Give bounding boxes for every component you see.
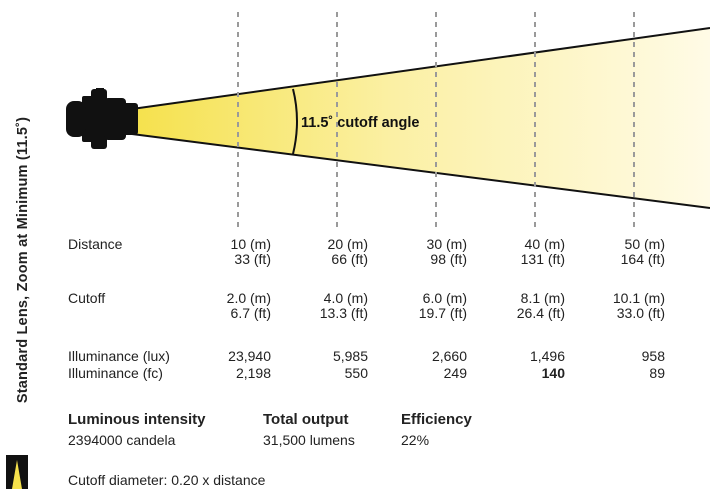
fc-cell: 89: [649, 365, 665, 381]
fc-cell: 2,198: [235, 365, 271, 381]
row-label-lux: Illuminance (lux): [68, 348, 170, 364]
luminous-intensity-label: Luminous intensity: [68, 411, 206, 428]
cutoff-ft-cell: 26.4 (ft): [516, 305, 565, 321]
total-output-value: 31,500 lumens: [263, 432, 355, 448]
beam-lower-edge: [131, 133, 710, 209]
distance-ft-cell: 98 (ft): [430, 251, 467, 267]
cutoff-m-cell: 10.1 (m): [612, 290, 665, 306]
distance-ft-cell: 164 (ft): [620, 251, 665, 267]
lux-cell: 5,985: [332, 348, 368, 364]
cutoff-angle-label: 11.5˚ cutoff angle: [301, 115, 419, 131]
distance-m-cell: 40 (m): [524, 236, 565, 252]
cutoff-m-cell: 8.1 (m): [520, 290, 565, 306]
fc-cell: 140: [541, 365, 565, 381]
fc-cell: 550: [344, 365, 368, 381]
lux-cell: 1,496: [529, 348, 565, 364]
efficiency-label: Efficiency: [401, 411, 472, 428]
distance-m-cell: 10 (m): [230, 236, 271, 252]
luminous-intensity-value: 2394000 candela: [68, 432, 176, 448]
distance-ft-cell: 33 (ft): [234, 251, 271, 267]
distance-m-cell: 30 (m): [426, 236, 467, 252]
cutoff-ft-cell: 33.0 (ft): [616, 305, 665, 321]
beam-cone: [132, 28, 710, 208]
lux-cell: 958: [641, 348, 665, 364]
distance-m-cell: 20 (m): [327, 236, 368, 252]
cutoff-ft-cell: 13.3 (ft): [319, 305, 368, 321]
cutoff-m-cell: 2.0 (m): [226, 290, 271, 306]
cutoff-ft-cell: 19.7 (ft): [418, 305, 467, 321]
beam-upper-edge: [131, 27, 710, 110]
cutoff-m-cell: 6.0 (m): [422, 290, 467, 306]
fc-cell: 249: [443, 365, 467, 381]
beam-diagram: 11.5˚ cutoff angle: [66, 12, 710, 230]
row-label-fc: Illuminance (fc): [68, 365, 163, 381]
side-label: Standard Lens, Zoom at Minimum (11.5˚): [3, 80, 43, 440]
distance-m-cell: 50 (m): [624, 236, 665, 252]
lux-cell: 23,940: [228, 348, 271, 364]
row-label-cutoff: Cutoff: [68, 290, 106, 306]
distance-markers: [237, 12, 635, 230]
efficiency-value: 22%: [401, 432, 430, 448]
beam-legend-icon: [6, 455, 28, 489]
cutoff-angle-arc: [292, 88, 298, 155]
row-label-distance: Distance: [68, 236, 123, 252]
cutoff-ft-cell: 6.7 (ft): [230, 305, 271, 321]
lux-cell: 2,660: [431, 348, 467, 364]
side-label-text: Standard Lens, Zoom at Minimum (11.5˚): [15, 116, 31, 404]
cutoff-m-cell: 4.0 (m): [323, 290, 368, 306]
distance-ft-cell: 131 (ft): [520, 251, 565, 267]
cutoff-diameter-note: Cutoff diameter: 0.20 x distance: [68, 472, 266, 488]
spotlight-fixture-icon: [66, 88, 138, 149]
total-output-label: Total output: [263, 411, 349, 428]
distance-ft-cell: 66 (ft): [331, 251, 368, 267]
